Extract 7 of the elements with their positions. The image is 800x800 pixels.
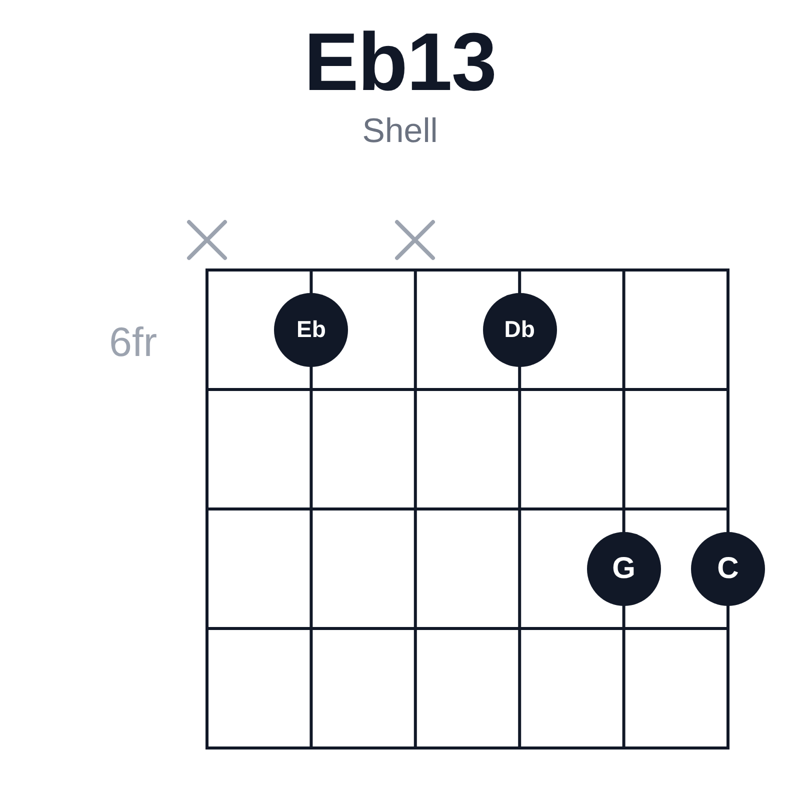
finger-dot: Eb bbox=[274, 292, 348, 367]
finger-dot: Db bbox=[482, 292, 557, 367]
voicing-subtitle: Shell bbox=[362, 114, 438, 148]
finger-dot: C bbox=[691, 532, 765, 606]
finger-dot: G bbox=[586, 532, 661, 606]
fret-number: 6fr bbox=[109, 322, 157, 363]
chord-title: Eb13 bbox=[304, 17, 496, 108]
